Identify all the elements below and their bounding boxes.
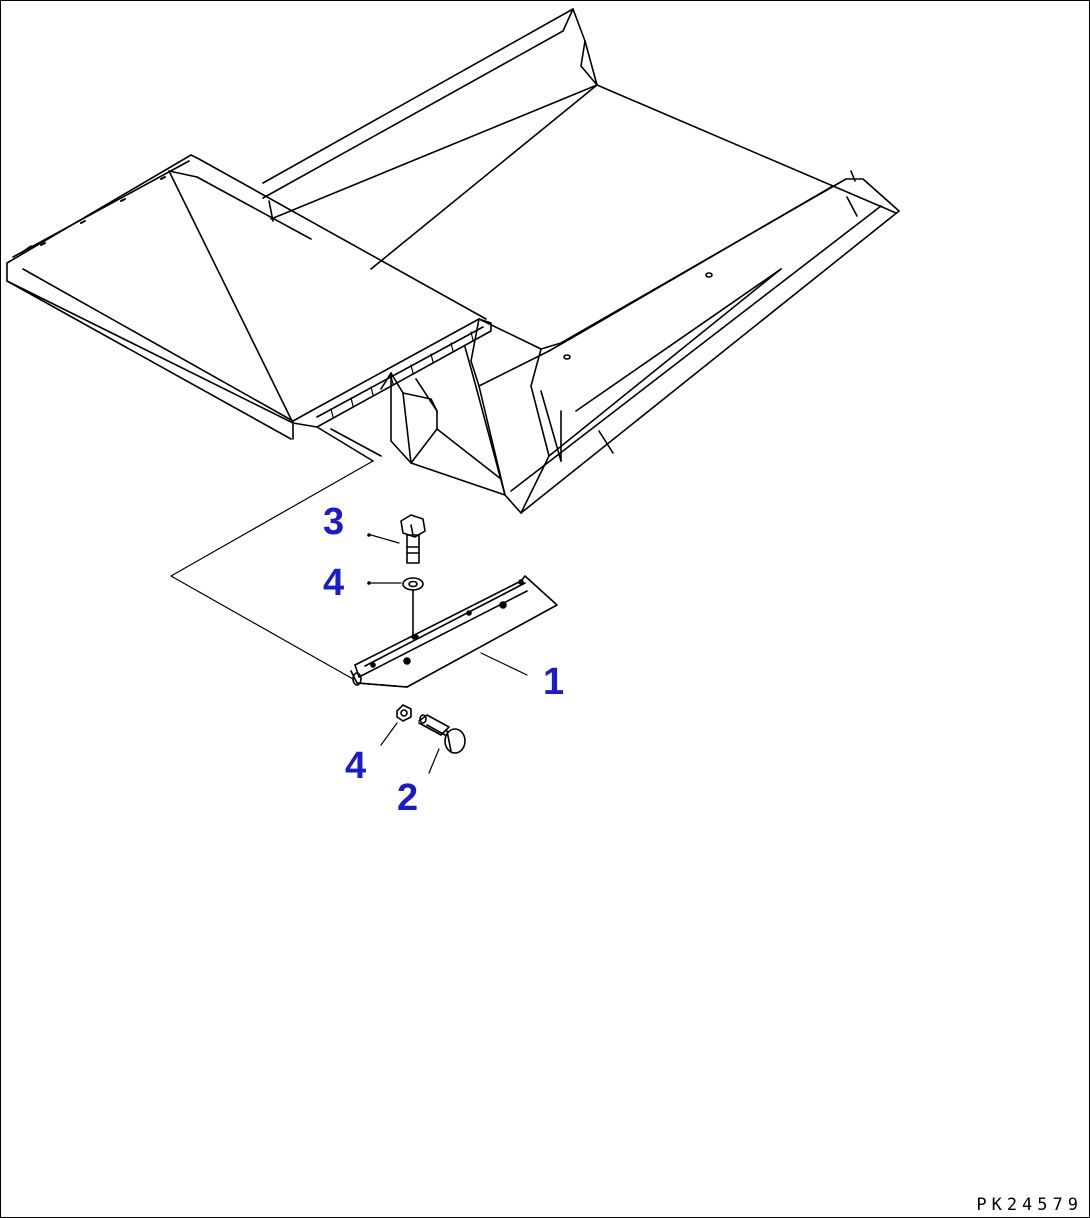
callout-part-4-upper: 4 xyxy=(323,562,345,604)
callout-part-3: 3 xyxy=(323,501,345,543)
callout-part-1: 1 xyxy=(543,661,565,703)
hex-bolt-part-3 xyxy=(400,514,426,564)
callout-part-4-lower: 4 xyxy=(345,745,367,787)
washer-part-4-lower xyxy=(396,704,412,722)
exploded-view xyxy=(170,460,558,774)
drawing-code: PK24579 xyxy=(976,1195,1083,1215)
washer-part-4-upper xyxy=(402,577,424,636)
leader-lines xyxy=(367,533,528,774)
callout-part-2: 2 xyxy=(397,777,419,819)
pin-bolt-part-2 xyxy=(418,714,466,754)
bracket-plate-part-1 xyxy=(350,575,558,688)
frame-assembly xyxy=(6,8,900,514)
